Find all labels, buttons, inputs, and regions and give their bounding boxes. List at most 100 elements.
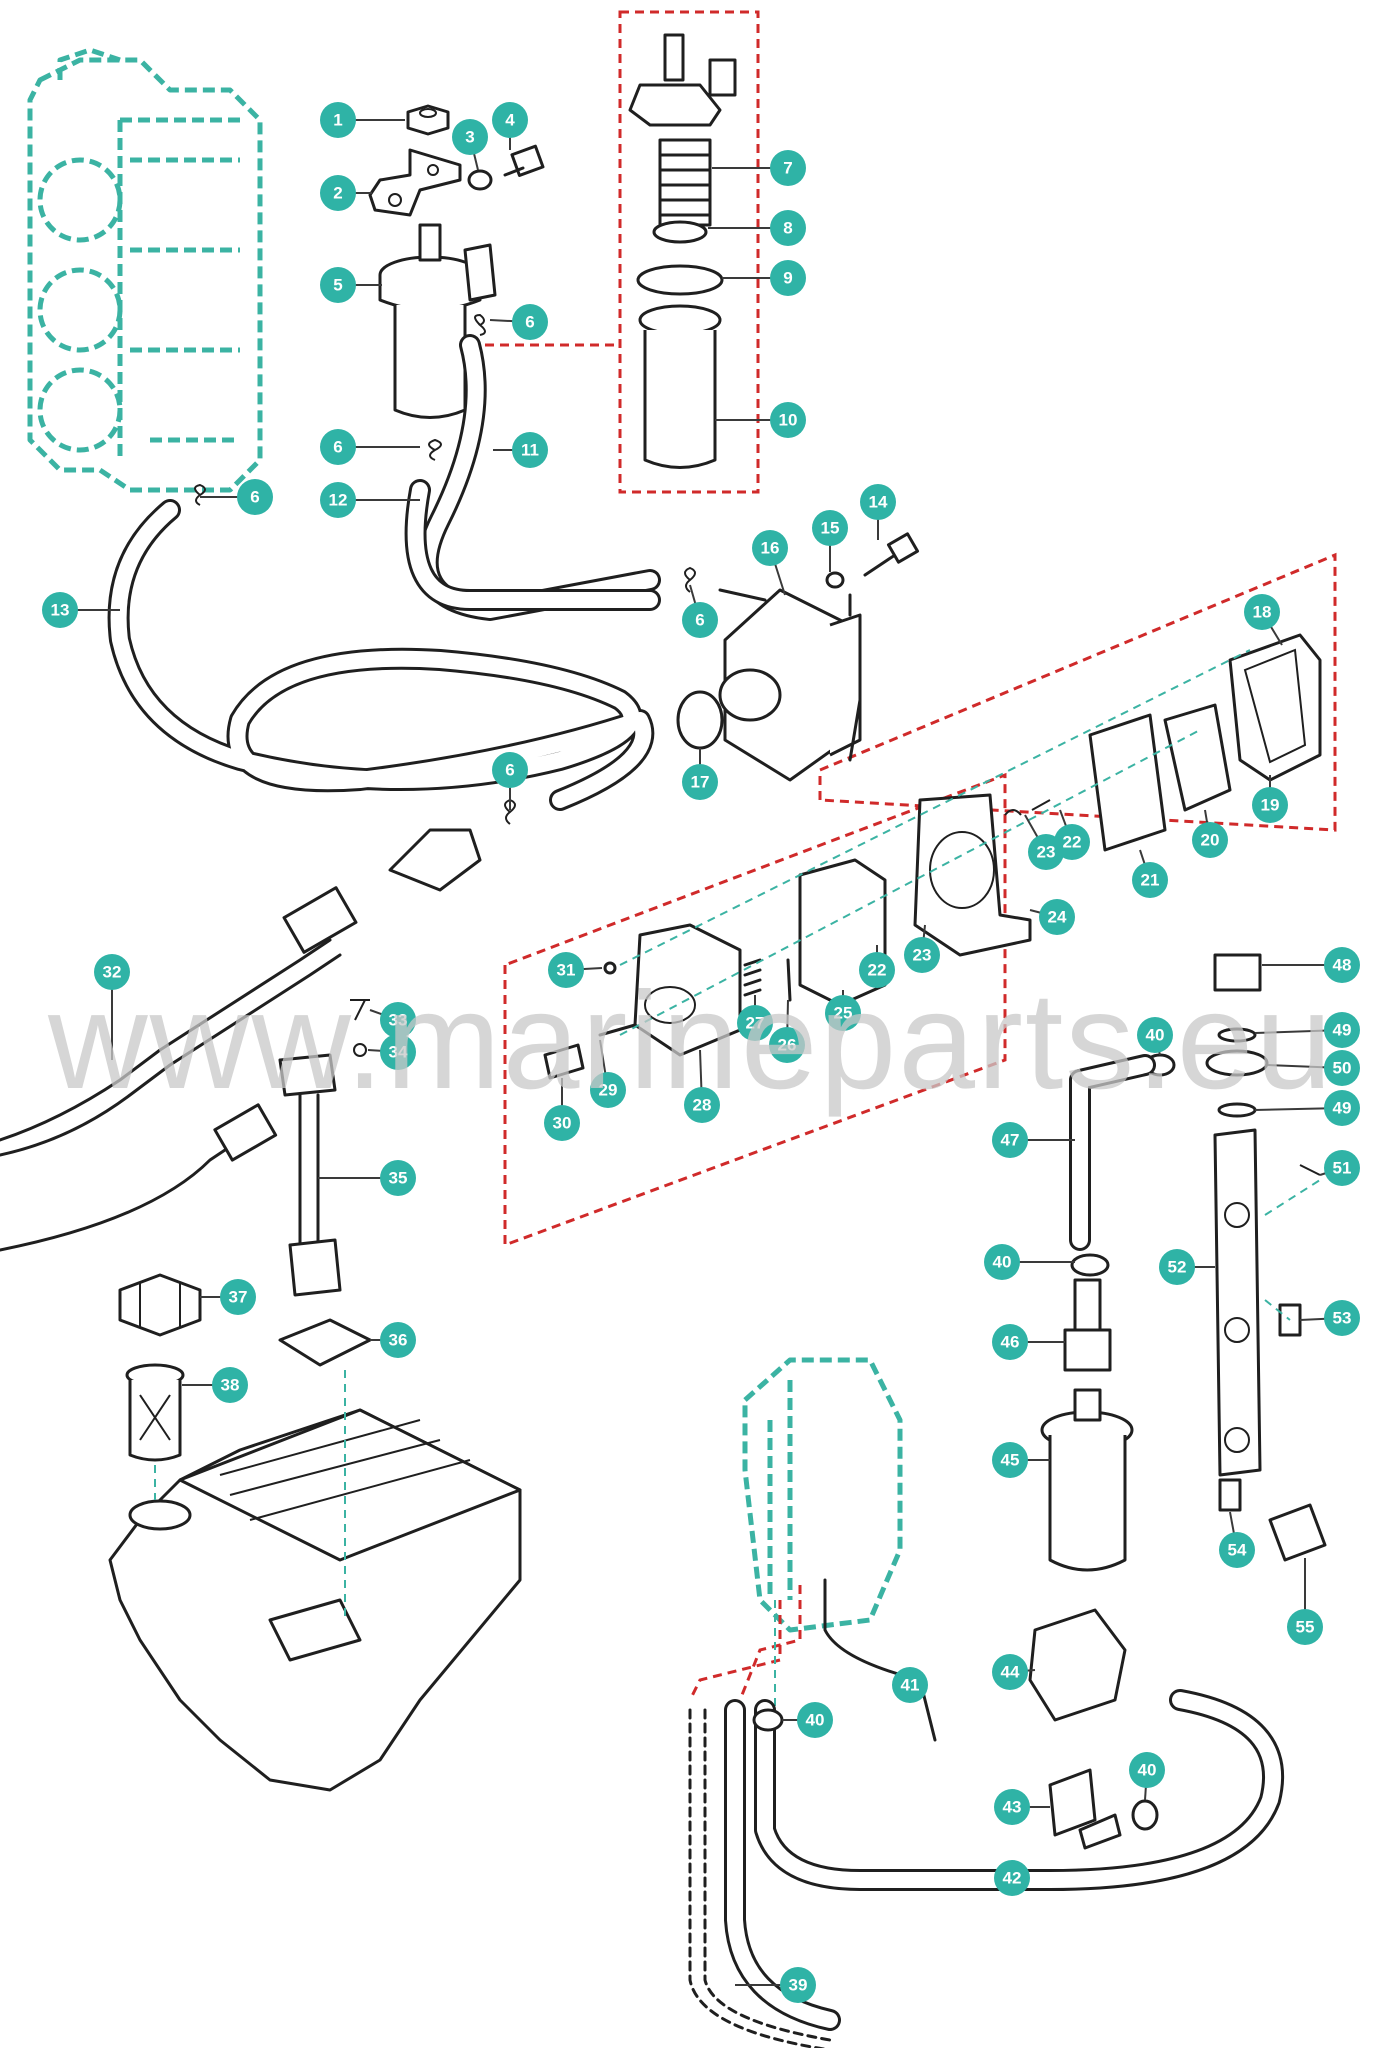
callout-number: 25 [834, 1004, 853, 1023]
callout-number: 2 [333, 184, 342, 203]
tank-cap [118, 1273, 202, 1337]
callout-badge [212, 1367, 248, 1403]
callout-22: 22 [859, 945, 895, 988]
callout-badge [984, 1244, 1020, 1280]
callout-badge [752, 530, 788, 566]
hose-clamp-separator [752, 1708, 784, 1732]
wiring-harness [0, 828, 482, 1252]
callout-31: 31 [548, 952, 603, 988]
callout-number: 27 [746, 1014, 765, 1033]
callout-number: 39 [789, 1976, 808, 1995]
callout-number: 30 [553, 1114, 572, 1133]
filter-cap-drawing [628, 33, 737, 127]
vapor-hose-leader-2 [688, 1600, 782, 1701]
callout-badge [512, 304, 548, 340]
dashed-hose [688, 1708, 832, 2052]
sender-screw [350, 999, 370, 1021]
callout-43: 43 [994, 1789, 1050, 1825]
primer-bulb-holder [1028, 1608, 1127, 1722]
spring-small [743, 958, 762, 997]
callout-badge [1039, 899, 1075, 935]
callout-number: 24 [1048, 908, 1067, 927]
valve-clip [1004, 809, 1022, 816]
callout-badge [780, 1967, 816, 2003]
callout-badge [769, 1027, 805, 1063]
callout-number: 47 [1001, 1131, 1020, 1150]
sealing-washer-lower [1217, 1102, 1257, 1118]
callout-number: 11 [521, 441, 539, 460]
callout-10: 10 [715, 402, 806, 438]
callout-number: 40 [806, 1711, 825, 1730]
callout-number: 45 [1001, 1451, 1020, 1470]
fuel-level-sender [278, 1053, 342, 1297]
callout-number: 40 [1146, 1026, 1165, 1045]
plunger-spring [598, 1023, 637, 1037]
rail-fitting [1218, 1478, 1242, 1512]
filter-bowl [638, 304, 722, 469]
callout-46: 46 [992, 1324, 1065, 1360]
callout-badge [452, 119, 488, 155]
callout-badge [548, 952, 584, 988]
callout-number: 40 [1138, 1761, 1157, 1780]
sealing-washer [1217, 1027, 1257, 1043]
hose-clip-4 [684, 566, 696, 593]
callout-number: 49 [1333, 1021, 1352, 1040]
callout-16: 16 [752, 530, 788, 596]
callout-number: 23 [913, 946, 932, 965]
callout-26: 26 [769, 999, 805, 1063]
inline-fuel-filter [1040, 1388, 1134, 1572]
callout-badge [590, 1072, 626, 1108]
callout-number: 37 [229, 1288, 248, 1307]
washer [467, 169, 493, 191]
callout-8: 8 [708, 210, 806, 246]
tank-strainer [125, 1363, 185, 1462]
callout-29: 29 [590, 1039, 626, 1108]
banjo-bolt [1213, 953, 1262, 992]
callout-6: 6 [682, 584, 718, 638]
callout-number: 16 [761, 539, 780, 558]
banjo-fitting [1205, 1049, 1269, 1077]
callout-number: 43 [1003, 1798, 1022, 1817]
callout-53: 53 [1299, 1300, 1360, 1336]
callout-badge [1137, 1017, 1173, 1053]
gasket [1088, 713, 1167, 852]
callout-number: 15 [821, 519, 840, 538]
callout-badge [544, 1105, 580, 1141]
callout-number: 36 [389, 1331, 408, 1350]
callout-18: 18 [1244, 594, 1283, 646]
callout-33: 33 [369, 1002, 416, 1038]
callout-45: 45 [992, 1442, 1050, 1478]
callout-6: 6 [492, 752, 528, 810]
spring-element [658, 138, 712, 227]
callout-badge [770, 402, 806, 438]
callout-number: 6 [505, 761, 514, 780]
callout-badge [825, 995, 861, 1031]
fuel-pump [718, 588, 862, 782]
callout-17: 17 [682, 748, 718, 800]
callout-badge [1132, 862, 1168, 898]
callout-number: 9 [783, 269, 792, 288]
callout-number: 34 [389, 1043, 408, 1062]
callout-6: 6 [320, 429, 420, 465]
callout-badge [994, 1789, 1030, 1825]
callout-badge [992, 1324, 1028, 1360]
callout-7: 7 [712, 150, 806, 186]
callout-number: 6 [250, 488, 259, 507]
callout-number: 22 [868, 961, 887, 980]
callout-number: 1 [333, 111, 342, 130]
callout-50: 50 [1267, 1050, 1360, 1086]
callout-badge [770, 260, 806, 296]
callout-15: 15 [812, 510, 848, 572]
callout-badge [320, 175, 356, 211]
callout-badge [320, 482, 356, 518]
callout-badge [492, 102, 528, 138]
callout-36: 36 [370, 1322, 416, 1358]
pump-group-box-lower [503, 772, 1007, 1248]
rail-banjo-tube [1069, 1054, 1156, 1251]
callout-47: 47 [992, 1122, 1075, 1158]
callout-badge [1159, 1249, 1195, 1285]
callout-number: 28 [693, 1096, 712, 1115]
hose-clip-2 [428, 438, 442, 461]
callout-25: 25 [825, 990, 861, 1031]
callout-39: 39 [735, 1967, 816, 2003]
